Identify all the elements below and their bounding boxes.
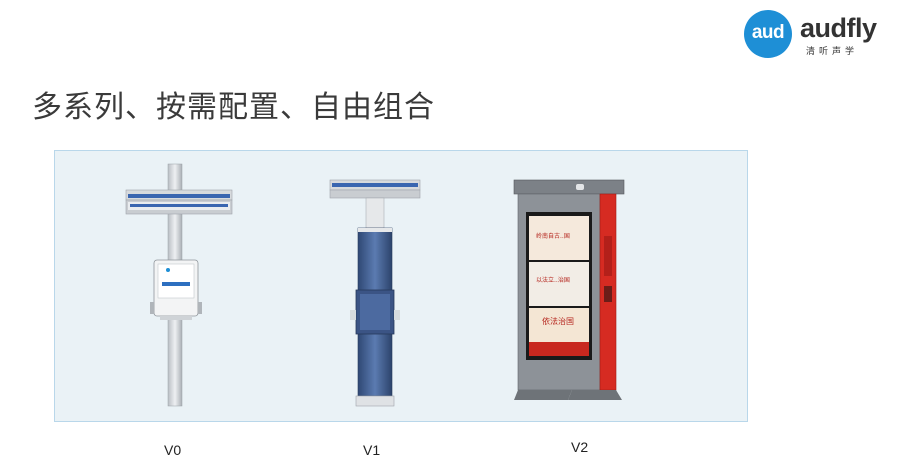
brand-subtitle: 清听声学 (806, 47, 859, 57)
product-v0-image (125, 163, 233, 407)
product-v1-image (329, 179, 421, 407)
brand-logo-circle: aud (744, 10, 792, 58)
brand-logo-circle-text: aud (751, 22, 785, 43)
page-title: 多系列、按需配置、自由组合 (32, 90, 435, 125)
screen-banner-2: 以法立..治国 (536, 276, 570, 284)
brand-logo: aud audfly 清听声学 (744, 10, 894, 58)
product-v2-label: V2 (571, 439, 589, 455)
product-v0-label: V0 (164, 442, 182, 458)
screen-banner-1: 岭南自古..国 (536, 232, 570, 240)
product-v2-image: 岭南自古..国 以法立..治国 依法治国 (513, 179, 625, 400)
product-v1-label: V1 (363, 442, 381, 458)
screen-banner-3: 依法治国 (542, 316, 574, 326)
brand-wordmark: audfly (800, 13, 877, 43)
